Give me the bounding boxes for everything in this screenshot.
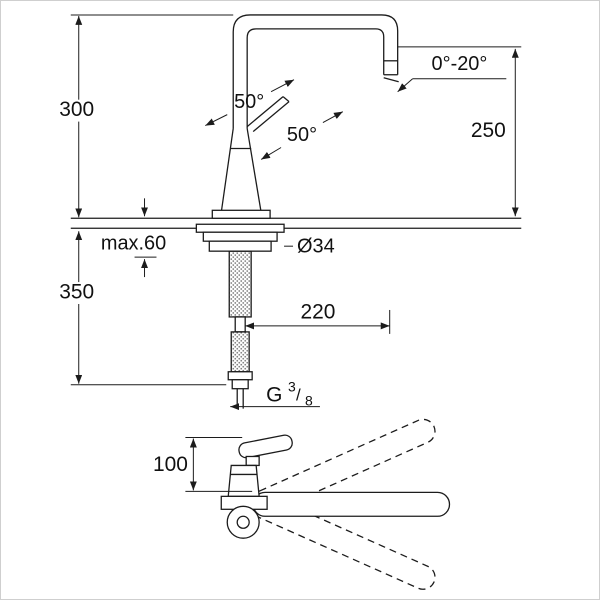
dim-connection-thread: G 3 / 8 xyxy=(230,379,320,411)
dimension-annotations: 300 350 250 max.60 0°-20° xyxy=(59,14,522,411)
thread-g-label: G xyxy=(266,384,282,407)
angle-line xyxy=(260,147,282,160)
pivot-flange xyxy=(226,505,260,539)
mounting-nut xyxy=(208,240,272,252)
body-base-plate xyxy=(211,209,271,219)
dim-dia34-label: Ø34 xyxy=(297,235,335,257)
dim-spout-projection: 220 xyxy=(245,300,391,334)
spout-swivel-upper xyxy=(251,418,436,515)
spout-dashed-outline xyxy=(251,418,436,515)
angle-line xyxy=(322,111,344,124)
dim-swivel-angle-label: 0°-20° xyxy=(432,53,488,75)
dim-100-label: 100 xyxy=(153,453,188,476)
thread-numerator: 3 xyxy=(288,379,296,395)
flex-hose xyxy=(230,331,250,373)
lever-front xyxy=(238,434,293,459)
spout-outer-contour xyxy=(232,14,399,129)
body-left-edge xyxy=(220,128,234,213)
dim-height-above-counter: 300 xyxy=(59,15,94,218)
dim-outlet-height: 250 xyxy=(471,48,519,217)
dim-250-label: 250 xyxy=(471,119,506,142)
dim-max60-label: max.60 xyxy=(101,232,166,254)
lever-lower-line xyxy=(252,101,290,133)
hose-connector-sleeve xyxy=(231,379,249,390)
angle-line xyxy=(205,114,228,127)
dim-lever-angle-top: 50° xyxy=(205,79,295,127)
dim-50deg-side-label: 50° xyxy=(287,124,317,146)
washer-plate xyxy=(202,231,278,242)
pivot-center xyxy=(236,515,250,529)
dim-outlet-swivel-angle: 0°-20° xyxy=(397,53,507,93)
faucet-side-view xyxy=(70,14,522,409)
thread-denominator: 8 xyxy=(305,393,313,409)
spout-front-solid xyxy=(252,491,451,517)
spout-dashed-outline xyxy=(251,494,436,590)
dim-max-counter-thickness: max.60 xyxy=(101,198,166,278)
nozzle-tip-line xyxy=(383,77,399,83)
lever-neck xyxy=(245,455,260,467)
escutcheon-plate xyxy=(195,223,285,233)
faucet-front-view: 100 xyxy=(153,418,451,590)
dim-300-label: 300 xyxy=(59,98,94,121)
dim-lever-angle-side: 50° xyxy=(260,111,344,160)
hose-connector-hex xyxy=(227,371,253,381)
supply-tube xyxy=(234,316,246,333)
lever-end-cap xyxy=(282,96,290,103)
spout-inner-contour xyxy=(246,28,385,129)
dim-220-label: 220 xyxy=(300,300,335,323)
dim-height-below-counter: 350 xyxy=(59,231,94,384)
lever-upper-line xyxy=(246,96,284,128)
thread-slash: / xyxy=(296,386,301,405)
dim-hole-diameter: Ø34 xyxy=(284,235,335,257)
dim-50deg-top-label: 50° xyxy=(234,91,264,113)
dim-front-height: 100 xyxy=(153,437,253,492)
threaded-shank xyxy=(228,250,252,318)
dim-350-label: 350 xyxy=(59,281,94,304)
body-right-edge xyxy=(246,128,262,213)
spout-swivel-lower xyxy=(251,494,436,590)
angle-line xyxy=(270,79,295,93)
angle-leader xyxy=(397,78,413,93)
